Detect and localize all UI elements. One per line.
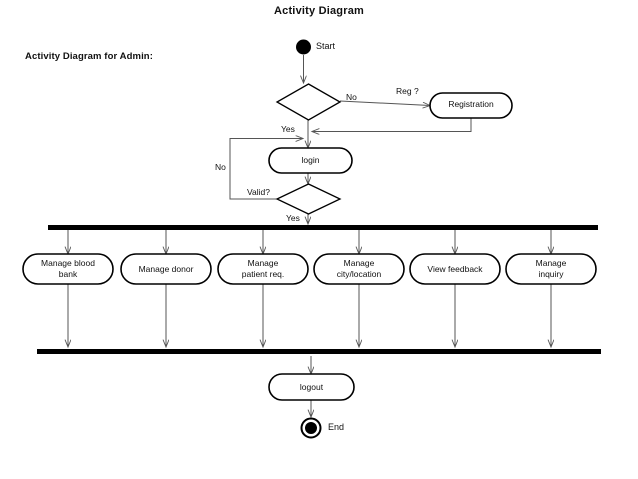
edge-decision-reg-no-to-registration	[339, 100, 430, 106]
edge-label-reg-question: Reg ?	[396, 86, 419, 96]
action-node-logout[interactable]	[268, 373, 355, 401]
end-node-core	[305, 422, 317, 434]
action-node-login[interactable]	[268, 147, 353, 174]
edge-label-valid-no: No	[215, 162, 226, 172]
edge-decision-valid-no-loop	[229, 139, 303, 200]
edge-layer: Registration --> login --> loop left and…	[68, 55, 551, 417]
edge-registration-back-to-login-merge	[312, 118, 472, 132]
action-node-registration[interactable]	[429, 92, 513, 119]
end-node-label: End	[328, 422, 345, 432]
fork-bar[interactable]	[48, 225, 598, 230]
action-node-manage-donor[interactable]	[120, 253, 212, 285]
action-node-manage-city-location[interactable]	[313, 253, 405, 285]
node-layer	[22, 39, 601, 439]
action-node-manage-inquiry[interactable]	[505, 253, 597, 285]
edge-label-valid-yes: Yes	[286, 213, 300, 223]
join-bar[interactable]	[37, 349, 601, 354]
page-title: Activity Diagram	[273, 5, 364, 17]
decision-node-valid[interactable]	[275, 183, 342, 215]
edge-label-valid-question: Valid?	[247, 187, 270, 197]
edge-label-reg-yes: Yes	[281, 124, 295, 134]
edge-label-reg-no: No	[346, 92, 357, 102]
action-node-view-feedback[interactable]	[409, 253, 501, 285]
action-node-manage-patient-req[interactable]	[217, 253, 309, 285]
start-node-label: Start	[316, 41, 336, 51]
decision-node-registration[interactable]	[275, 83, 342, 121]
action-node-manage-blood-bank[interactable]	[22, 253, 114, 285]
diagram-subtitle: Activity Diagram for Admin:	[25, 51, 153, 62]
start-node[interactable]	[296, 39, 311, 55]
